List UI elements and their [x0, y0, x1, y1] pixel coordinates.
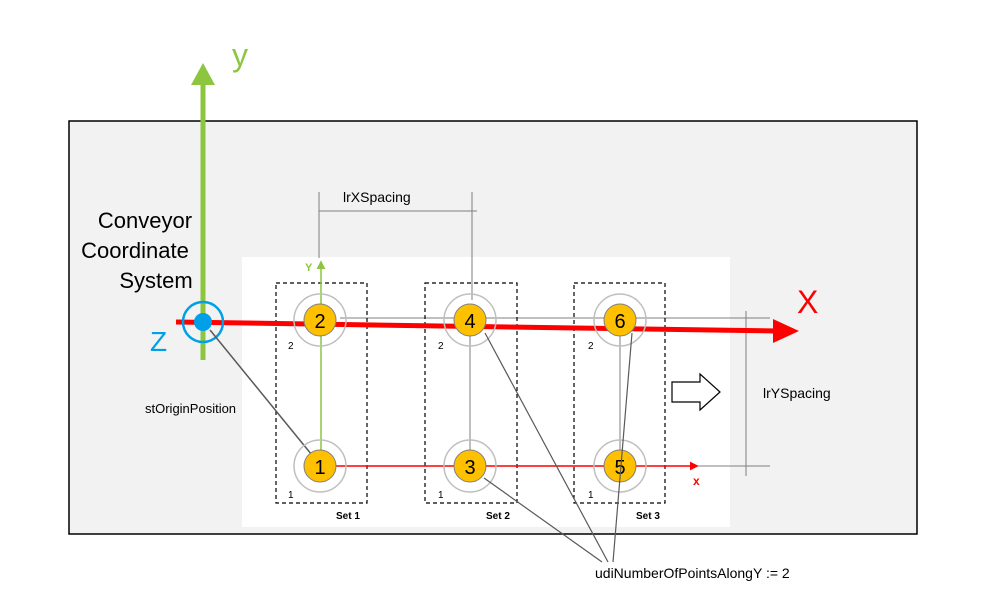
point-4: 4: [443, 293, 497, 347]
origin-pointer-line: [209, 329, 317, 461]
point-3: 3: [443, 439, 497, 493]
global-y-arrowhead: [191, 63, 215, 85]
global-x-label: X: [797, 284, 818, 320]
global-x-arrowhead: [773, 319, 799, 343]
set2-index-top: 2: [438, 341, 444, 352]
set2-box: [424, 282, 518, 504]
local-y-label: Y: [305, 262, 313, 274]
point-3-label: 3: [464, 457, 475, 479]
z-axis-outer-ring: [181, 300, 225, 344]
z-axis-dot: [194, 313, 212, 331]
conveyor-direction-arrow: [671, 372, 721, 412]
points-along-y-pointers: [483, 332, 633, 563]
point-2: 2: [293, 293, 347, 347]
conveyor-label-line3: System: [119, 268, 192, 293]
point-1-label: 1: [314, 457, 325, 479]
set3-index-top: 2: [588, 341, 594, 352]
y-spacing-label: lrYSpacing: [763, 385, 831, 401]
point-5: 5: [593, 439, 647, 493]
set3-box: [573, 282, 666, 504]
global-z-label: Z: [150, 326, 167, 357]
point-2-label: 2: [314, 311, 325, 333]
set3-name: Set 3: [636, 511, 660, 522]
local-x-label: x: [693, 474, 700, 488]
set3-index-bottom: 1: [588, 490, 594, 501]
point-1: 1: [293, 439, 347, 493]
x-spacing-dimension: [318, 192, 477, 300]
origin-position-label: stOriginPosition: [145, 401, 236, 416]
set1-index-bottom: 1: [288, 490, 294, 501]
set1-index-top: 2: [288, 341, 294, 352]
conveyor-label-line2: Coordinate: [81, 238, 189, 263]
point-6: 6: [593, 293, 647, 347]
global-y-label: y: [232, 37, 248, 73]
set2-index-bottom: 1: [438, 490, 444, 501]
conveyor-label-line1: Conveyor: [98, 208, 192, 233]
point-6-label: 6: [614, 311, 625, 333]
set2-name: Set 2: [486, 511, 510, 522]
point-5-label: 5: [614, 457, 625, 479]
points-along-y-label: udiNumberOfPointsAlongY := 2: [595, 565, 790, 581]
point-4-label: 4: [464, 311, 475, 333]
x-spacing-label: lrXSpacing: [343, 189, 411, 205]
set1-name: Set 1: [336, 511, 360, 522]
